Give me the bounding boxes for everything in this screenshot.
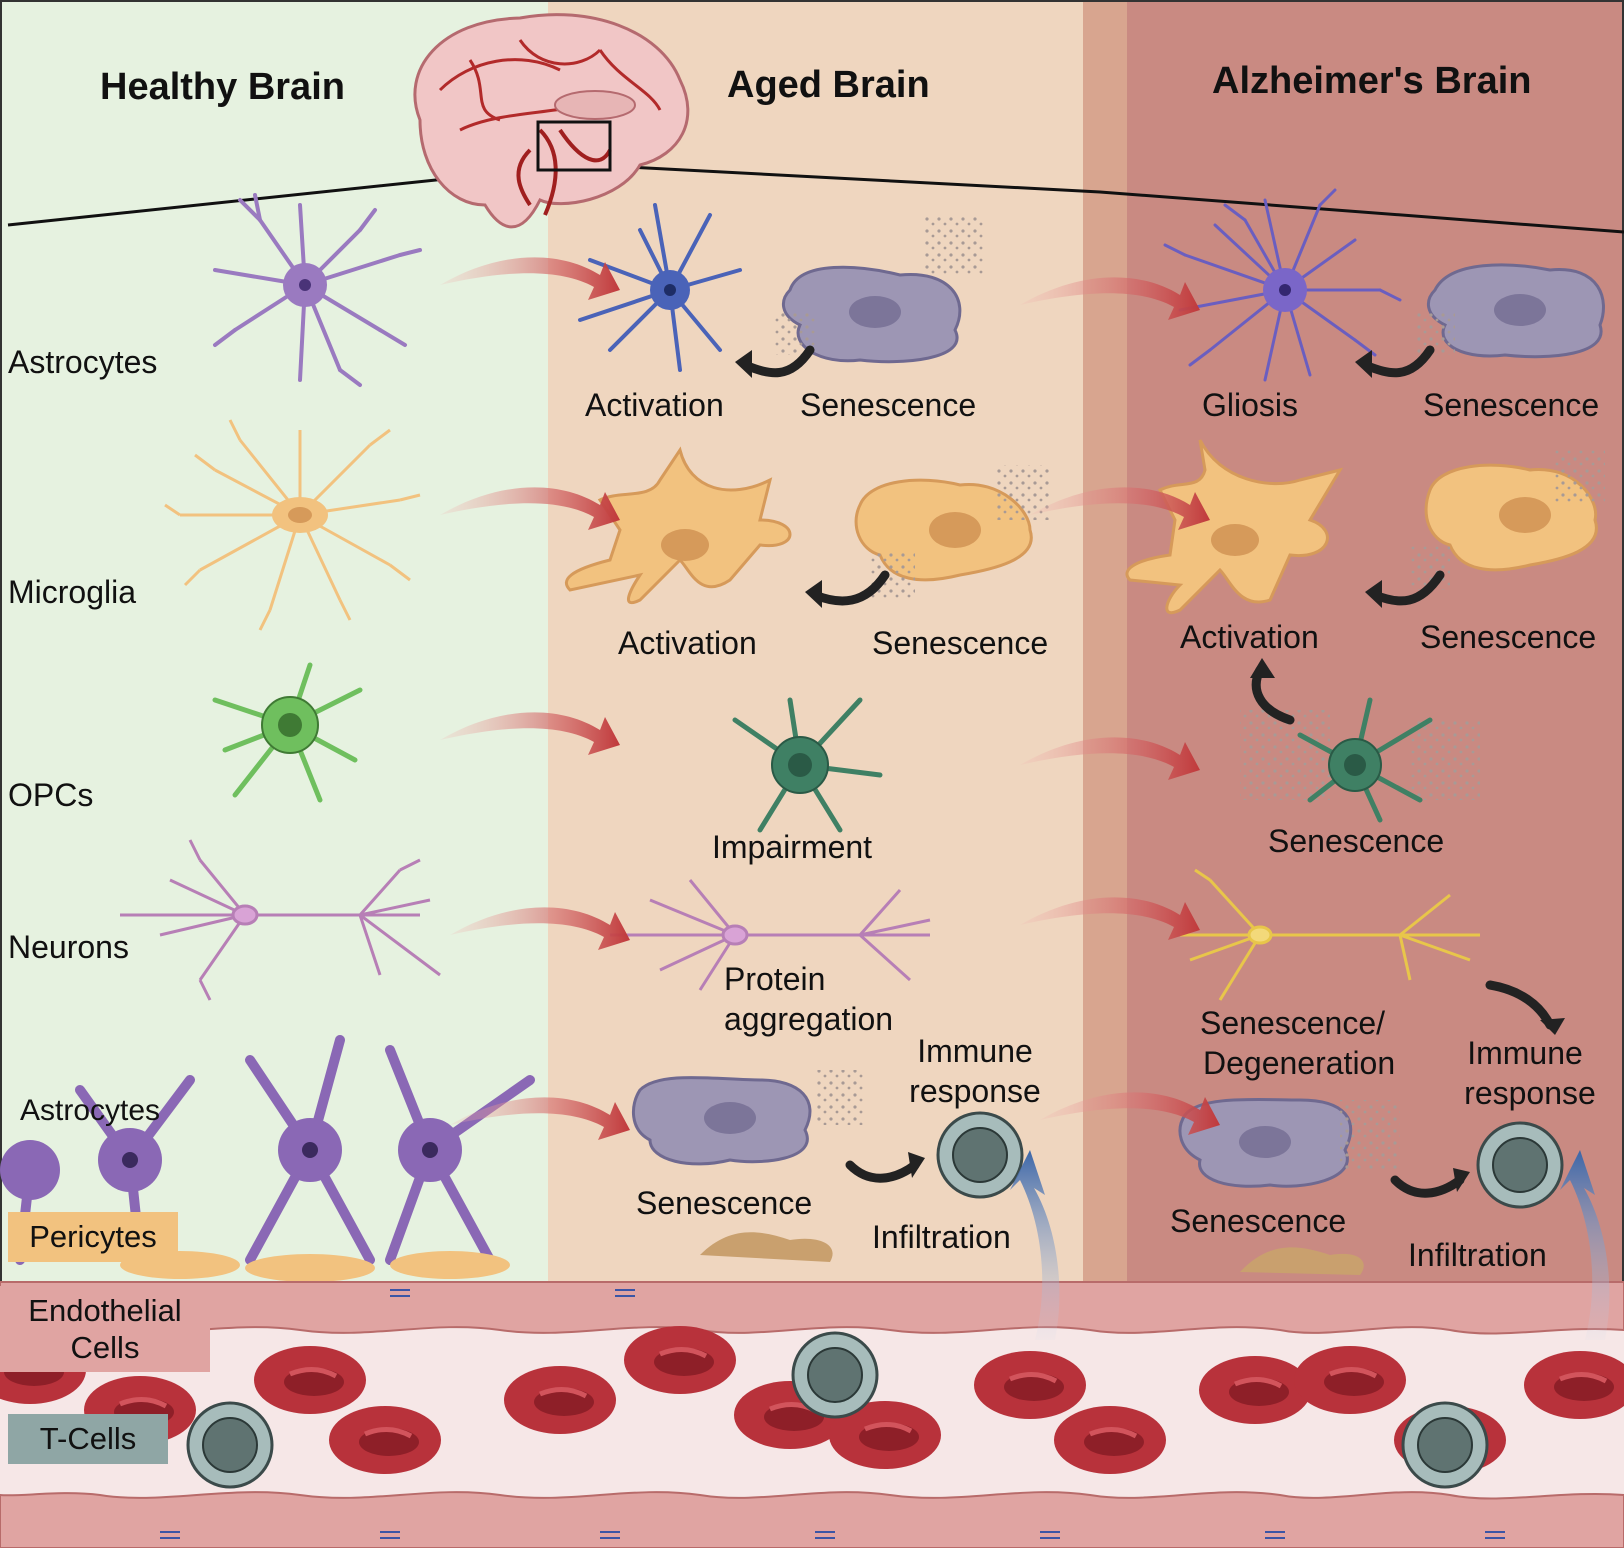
healthy-brain-title: Healthy Brain xyxy=(100,66,345,108)
red-progression-arrows xyxy=(440,257,1220,1140)
vessel-tcell-3 xyxy=(1401,1401,1489,1489)
alz-micro-activation: Activation xyxy=(1180,619,1319,655)
alz-bbb-senescence: Senescence xyxy=(1170,1203,1347,1239)
aged-astrocyte-senescent xyxy=(775,215,985,364)
healthy-column-bg xyxy=(0,0,548,1282)
alz-micro-senescence: Senescence xyxy=(1420,619,1597,655)
aged-column-bg xyxy=(548,0,1083,1282)
black-arrowheads xyxy=(735,350,1565,1192)
row-label-microglia: Microglia xyxy=(8,574,137,610)
transition-band xyxy=(1083,0,1127,1282)
row-label-astrocytes: Astrocytes xyxy=(8,344,158,380)
aged-microglia-activated xyxy=(564,446,792,604)
alzheimers-brain-title: Alzheimer's Brain xyxy=(1212,60,1532,102)
black-curved-arrows xyxy=(740,345,1555,1198)
alz-infiltration: Infiltration xyxy=(1408,1237,1547,1273)
alz-neuron-degenerating xyxy=(1180,868,1480,1001)
legend-endothelial: Endothelial Cells xyxy=(0,1286,210,1372)
aged-micro-senescence: Senescence xyxy=(872,625,1049,661)
row-label-neurons: Neurons xyxy=(8,929,129,965)
alz-neuron-line2: Degeneration xyxy=(1203,1045,1396,1081)
aged-astro-senescence: Senescence xyxy=(800,387,977,423)
aged-opc-impaired xyxy=(732,697,883,833)
row-label-opcs: OPCs xyxy=(8,777,94,813)
healthy-opc xyxy=(212,662,363,803)
aged-tcell-infiltrated xyxy=(936,1111,1024,1199)
alz-microglia-activated xyxy=(1125,439,1344,615)
aged-immune-line2: response xyxy=(909,1073,1041,1109)
aged-brain-title: Aged Brain xyxy=(727,64,930,106)
aged-astrocyte-activated xyxy=(578,203,742,372)
vessel-tcell-1 xyxy=(791,1331,879,1419)
blue-infiltration-arrows xyxy=(1010,1150,1610,1340)
aged-neuron xyxy=(610,879,931,991)
tight-junctions xyxy=(160,1289,1505,1539)
aged-neuron-line1: Protein xyxy=(724,961,826,997)
aged-infiltration: Infiltration xyxy=(872,1219,1011,1255)
endothelial-bottom xyxy=(0,1491,1624,1548)
healthy-astrocyte xyxy=(213,193,422,387)
legend-endothelial-line2: Cells xyxy=(70,1330,140,1365)
legend-pericytes: Pericytes xyxy=(8,1212,178,1262)
vessel-tcell-2 xyxy=(186,1401,274,1489)
aged-bbb-senescence: Senescence xyxy=(636,1185,813,1221)
alz-astro-senescence: Senescence xyxy=(1423,387,1600,423)
alz-immune-line1: Immune xyxy=(1467,1035,1583,1071)
aged-immune-line1: Immune xyxy=(917,1033,1033,1069)
aged-micro-activation: Activation xyxy=(618,625,757,661)
alz-opc-senescent xyxy=(1240,697,1480,823)
healthy-pericytes xyxy=(120,1251,510,1282)
aged-bbb-astrocyte-senescent xyxy=(631,1070,865,1262)
alz-astrocyte-gliosis xyxy=(1163,188,1402,382)
alz-neuron-line1: Senescence/ xyxy=(1200,1005,1386,1041)
legend-tcells: T-Cells xyxy=(8,1414,168,1464)
alz-bbb-astrocyte-senescent xyxy=(1178,1097,1400,1275)
row-label-bbb-astrocytes: Astrocytes xyxy=(20,1094,161,1127)
alz-tcell-infiltrated xyxy=(1476,1121,1564,1209)
endothelial-top xyxy=(0,1281,1624,1335)
healthy-microglia xyxy=(164,419,421,631)
aged-neuron-line2: aggregation xyxy=(724,1001,894,1037)
alz-immune-line2: response xyxy=(1464,1075,1596,1111)
aged-astro-activation: Activation xyxy=(585,387,724,423)
alz-astrocyte-senescent xyxy=(1415,263,1605,359)
healthy-neuron xyxy=(120,839,441,1001)
legend-endothelial-line1: Endothelial xyxy=(28,1292,182,1328)
alz-opc-senescence: Senescence xyxy=(1268,823,1445,859)
alz-microglia-senescent xyxy=(1410,450,1605,590)
alz-astro-gliosis: Gliosis xyxy=(1202,387,1299,423)
brain-icon xyxy=(413,13,690,229)
aged-opc-impairment: Impairment xyxy=(712,829,873,865)
